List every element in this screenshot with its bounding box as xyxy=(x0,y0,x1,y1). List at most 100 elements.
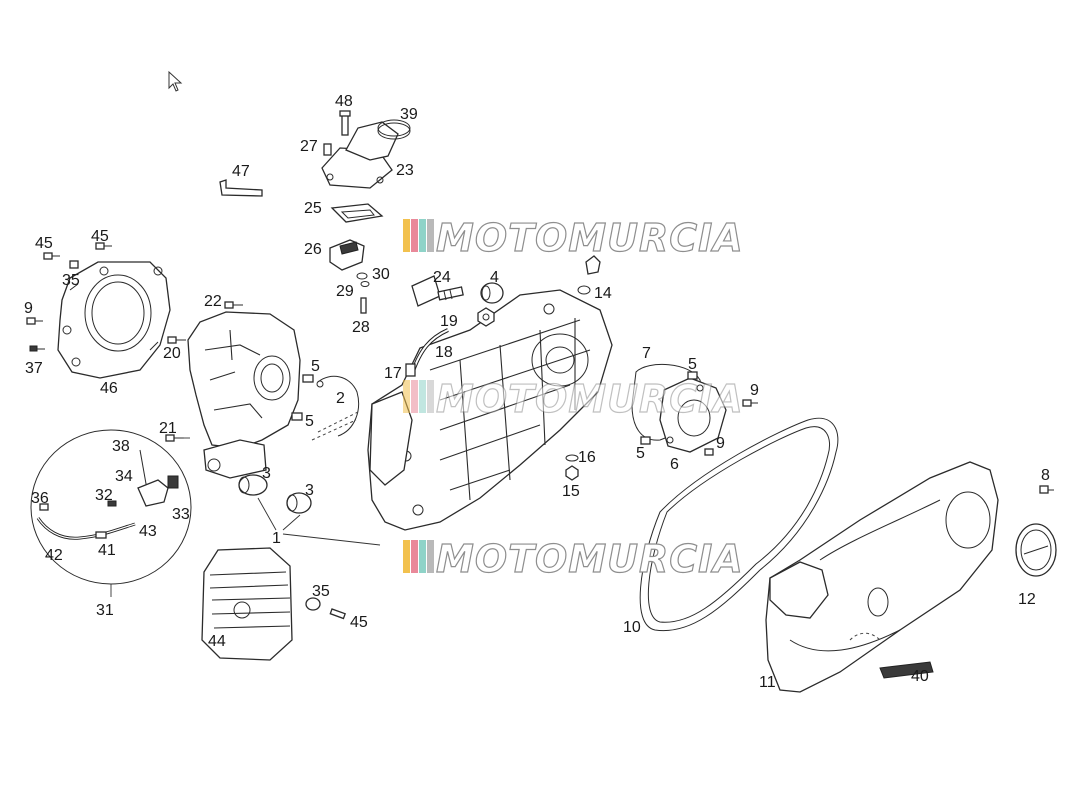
callout-9: 9 xyxy=(750,382,759,399)
watermark-text: MOTOMURCIA xyxy=(436,537,744,581)
callout-26: 26 xyxy=(304,241,322,258)
gasket-2 xyxy=(316,375,360,437)
bushing-35 xyxy=(69,260,79,269)
callout-labels: 1 2 3 3 4 5 5 5 5 6 7 8 9 9 9 10 11 12 1… xyxy=(24,93,1050,691)
wm-stripe xyxy=(403,380,410,413)
callout-36: 36 xyxy=(31,490,49,507)
callout-11: 11 xyxy=(759,674,776,691)
dowel-5d xyxy=(640,436,651,445)
clamp-39 xyxy=(377,119,411,140)
bolt-48 xyxy=(339,110,351,136)
bolt-45b xyxy=(95,242,112,250)
bushing-4 xyxy=(480,282,504,304)
callout-5: 5 xyxy=(305,413,314,430)
watermark-text: MOTOMURCIA xyxy=(436,216,744,260)
wm-stripe xyxy=(411,380,418,413)
wm-stripe xyxy=(419,540,426,573)
transmission-cover-11 xyxy=(765,461,999,693)
callout-21: 21 xyxy=(159,420,177,437)
washer-29-30 xyxy=(356,272,370,287)
gasket-25 xyxy=(330,203,384,223)
callout-6: 6 xyxy=(670,456,679,473)
callout-23: 23 xyxy=(396,162,414,179)
bolt-8 xyxy=(1039,485,1054,494)
callout-45: 45 xyxy=(35,235,53,252)
main-crankcase-1 xyxy=(367,289,613,531)
nut-19 xyxy=(477,307,495,327)
crankcase-half xyxy=(187,311,301,479)
wm-stripe xyxy=(403,219,410,252)
wm-stripe xyxy=(427,219,434,252)
callout-5: 5 xyxy=(688,356,697,373)
gearbox-cover-6 xyxy=(659,377,727,453)
callout-42: 42 xyxy=(45,547,63,564)
callout-40: 40 xyxy=(911,668,929,685)
callout-5: 5 xyxy=(636,445,645,462)
callout-46: 46 xyxy=(100,380,118,397)
bolt-22 xyxy=(224,301,243,309)
bracket-47 xyxy=(219,179,263,197)
drain-plug-15 xyxy=(565,465,579,481)
callout-45: 45 xyxy=(91,228,109,245)
wm-stripe xyxy=(419,219,426,252)
callout-30: 30 xyxy=(372,266,390,283)
callout-43: 43 xyxy=(139,523,157,540)
bolt-9b xyxy=(742,399,758,407)
cap-12 xyxy=(1015,523,1057,577)
callout-47: 47 xyxy=(232,163,250,180)
wm-stripe xyxy=(419,380,426,413)
reed-valve-26 xyxy=(329,239,365,271)
dowel-5c xyxy=(687,371,698,380)
callout-27: 27 xyxy=(300,138,318,155)
callout-2: 2 xyxy=(336,390,345,407)
bolt-45c xyxy=(329,608,346,620)
air-box-44 xyxy=(201,547,293,661)
callout-38: 38 xyxy=(112,438,130,455)
bushing-3a xyxy=(238,474,268,496)
callout-29: 29 xyxy=(336,283,354,300)
bolt-45a xyxy=(43,252,60,260)
wm-stripe xyxy=(427,380,434,413)
callout-33: 33 xyxy=(172,506,190,523)
callout-16: 16 xyxy=(578,449,596,466)
callout-22: 22 xyxy=(204,293,222,310)
callout-44: 44 xyxy=(208,633,226,650)
callout-1: 1 xyxy=(272,530,281,547)
callout-4: 4 xyxy=(490,269,499,286)
callout-8: 8 xyxy=(1041,467,1050,484)
callout-15: 15 xyxy=(562,483,580,500)
callout-12: 12 xyxy=(1018,591,1036,608)
callout-9: 9 xyxy=(24,300,33,317)
wm-stripe xyxy=(411,219,418,252)
callout-10: 10 xyxy=(623,619,641,636)
screw-37 xyxy=(29,345,45,352)
callout-41: 41 xyxy=(98,542,116,559)
bushing-35b xyxy=(305,597,321,611)
bushing-3b xyxy=(286,492,312,514)
bolt-27 xyxy=(323,143,332,156)
callout-20: 20 xyxy=(163,345,181,362)
callout-9: 9 xyxy=(716,435,725,452)
gasket-10 xyxy=(639,417,839,632)
callout-5: 5 xyxy=(311,358,320,375)
watermark-top: MOTOMURCIA xyxy=(403,215,744,261)
callout-32: 32 xyxy=(95,487,113,504)
callout-3: 3 xyxy=(305,482,314,499)
callout-35: 35 xyxy=(312,583,330,600)
bolt-21 xyxy=(165,434,184,442)
callout-3: 3 xyxy=(262,465,271,482)
bolt-9a xyxy=(26,317,43,325)
leader-lines xyxy=(110,437,381,597)
watermark-bottom: MOTOMURCIA xyxy=(403,536,744,582)
callout-48: 48 xyxy=(335,93,353,110)
watermark-text: MOTOMURCIA xyxy=(436,377,744,421)
dowel-guide-lines xyxy=(311,411,359,441)
callout-14: 14 xyxy=(594,285,612,302)
callout-45: 45 xyxy=(350,614,368,631)
starter-shaft-24 xyxy=(411,275,464,307)
detail-circle-31 xyxy=(30,429,192,585)
callout-25: 25 xyxy=(304,200,322,217)
callout-31: 31 xyxy=(96,602,114,619)
callout-18: 18 xyxy=(435,344,453,361)
